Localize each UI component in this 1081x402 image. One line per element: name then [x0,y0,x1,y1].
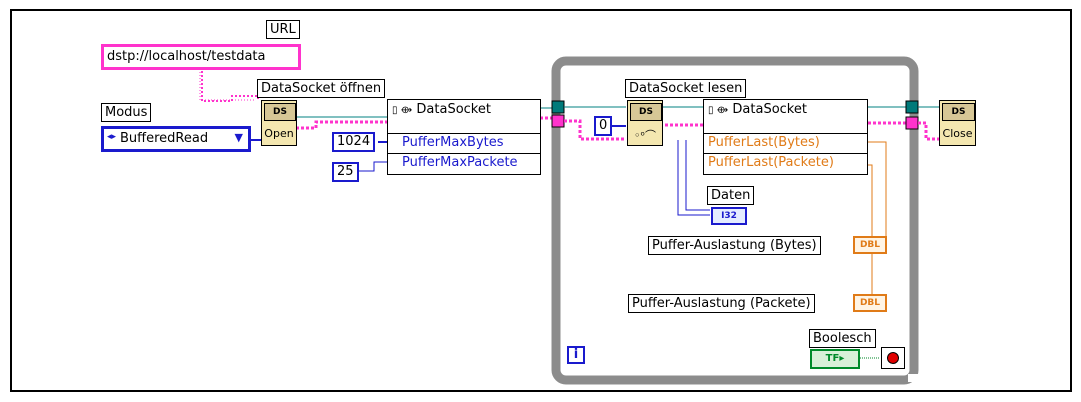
stop-terminal-icon[interactable] [881,347,905,369]
node-header: ▯ ⟴ DataSocket [704,100,867,119]
refnum-icon: ▯ ⟴ [708,105,729,116]
node-title: DataSocket [732,102,807,117]
url-value: dstp://localhost/testdata [107,49,266,64]
packets-dbl-indicator[interactable]: DBL [853,294,887,312]
daten-label: Daten [707,186,755,205]
open-group-label: DataSocket öffnen [257,79,386,98]
refnum-icon: ▯ ⟴ [392,105,413,116]
i32-type: I32 [721,211,737,221]
packets-indicator-label: Puffer-Auslastung (Packete) [628,294,815,313]
ds-icon: DS [264,103,296,121]
glasses-icon: ◦ᵒ⌒ [633,129,657,142]
tf-type: TF [825,353,840,364]
datasocket-property-node-open[interactable]: ▯ ⟴ DataSocket PufferMaxBytes PufferMaxP… [387,99,541,175]
modus-label: Modus [101,103,152,122]
ring-arrows-icon: ◂▸ [107,132,117,142]
property-pufferMaxBytes[interactable]: PufferMaxBytes [388,133,540,151]
while-loop-border [551,56,919,385]
loop-iteration-terminal[interactable]: i [567,346,585,364]
read-group-label: DataSocket lesen [625,79,747,98]
modus-value: BufferedRead [120,131,209,146]
node-title: DataSocket [416,102,491,117]
ds-icon: DS [630,103,662,121]
node-header: ▯ ⟴ DataSocket [388,100,540,119]
property-pufferLast-packete[interactable]: PufferLast(Packete) [704,153,867,171]
bytes-constant[interactable]: 1024 [332,132,376,152]
datasocket-close-vi[interactable]: DS Close [939,100,976,146]
close-icon-label: Close [942,127,973,140]
packets-constant[interactable]: 25 [332,162,359,182]
property-pufferLast-bytes[interactable]: PufferLast(Bytes) [704,133,867,151]
url-control[interactable]: dstp://localhost/testdata [101,44,301,70]
url-label: URL [266,20,300,39]
timeout-constant[interactable]: 0 [594,116,613,136]
boolean-label: Boolesch [809,329,876,348]
modus-ring-control[interactable]: ◂▸ BufferedRead ▼ [101,126,251,152]
dbl-type: DBL [859,298,881,308]
datasocket-read-vi[interactable]: DS ◦ᵒ⌒ [627,100,663,146]
datasocket-property-node-read[interactable]: ▯ ⟴ DataSocket PufferLast(Bytes) PufferL… [703,99,868,175]
property-pufferMaxPackete[interactable]: PufferMaxPackete [388,153,540,171]
ds-icon: DS [942,103,975,121]
dbl-type: DBL [859,240,881,250]
diagram-frame [10,9,1072,392]
datasocket-open-vi[interactable]: DS Open [261,100,297,146]
daten-indicator[interactable]: I32 [711,207,747,225]
bytes-dbl-indicator[interactable]: DBL [853,236,887,254]
open-icon-label: Open [264,127,294,140]
boolean-control[interactable]: TF▸ [810,349,860,369]
bytes-indicator-label: Puffer-Auslastung (Bytes) [648,236,821,255]
chevron-down-icon[interactable]: ▼ [234,131,243,144]
url-wire [201,71,259,102]
